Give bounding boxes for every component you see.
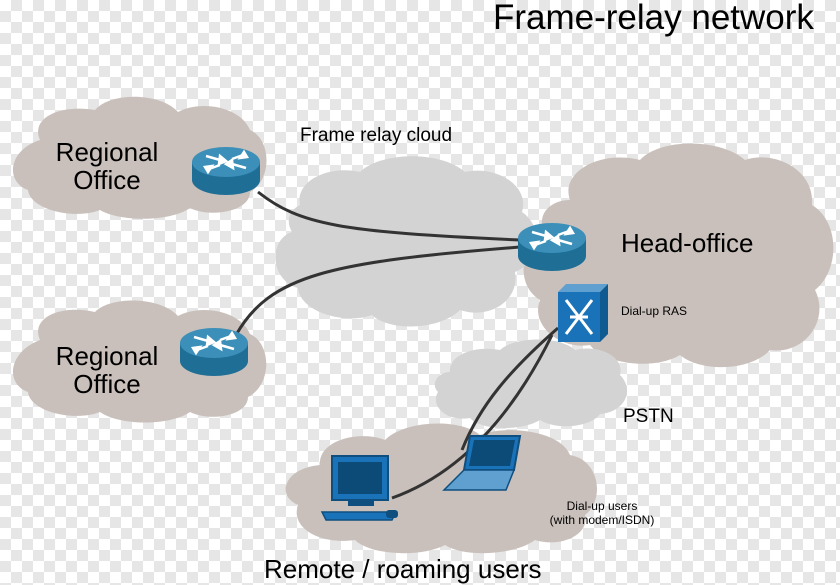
dialup-users-line2: (with modem/ISDN): [549, 513, 655, 527]
regional-office-bottom-line2: Office: [73, 369, 141, 399]
remote-users-label: Remote / roaming users: [264, 554, 542, 584]
pstn-label: PSTN: [623, 406, 674, 427]
desktop-computer-icon: [338, 462, 382, 494]
link-ras-to-desktop: [391, 334, 554, 500]
router-head-office: [518, 223, 586, 271]
router-icon: [528, 225, 576, 251]
dialup-ras-device: [558, 284, 608, 342]
regional-office-bottom-line1: Regional: [55, 341, 159, 371]
router-regional-office-bottom: [180, 328, 248, 376]
laptop: [442, 435, 522, 491]
laptop-icon: [469, 440, 515, 466]
frame-relay-cloud: [275, 156, 537, 327]
router-icon: [202, 149, 250, 175]
dialup-users-line1: Dial-up users: [566, 499, 638, 513]
link-top-office-to-head: [257, 190, 521, 242]
diagram-title: Frame-relay network: [493, 0, 814, 37]
dialup-ras-label: Dial-up RAS: [621, 304, 688, 318]
head-office-label: Head-office: [621, 228, 754, 258]
regional-office-top-line2: Office: [73, 165, 141, 195]
link-ras-to-laptop: [460, 326, 559, 451]
regional-office-top-label: Regional Office: [42, 138, 172, 194]
link-bottom-office-to-head: [234, 245, 521, 336]
router-icon: [190, 330, 238, 356]
router-regional-office-top: [192, 147, 260, 195]
regional-office-top-line1: Regional: [55, 137, 159, 167]
links: [234, 190, 559, 500]
regional-office-bottom-label: Regional Office: [42, 342, 172, 398]
frame-relay-cloud-label: Frame relay cloud: [300, 125, 453, 146]
ras-switch-icon: [564, 299, 594, 335]
desktop-computer: [320, 455, 398, 521]
dialup-users-label: Dial-up users (with modem/ISDN): [532, 499, 672, 527]
pstn-cloud: [434, 339, 628, 429]
